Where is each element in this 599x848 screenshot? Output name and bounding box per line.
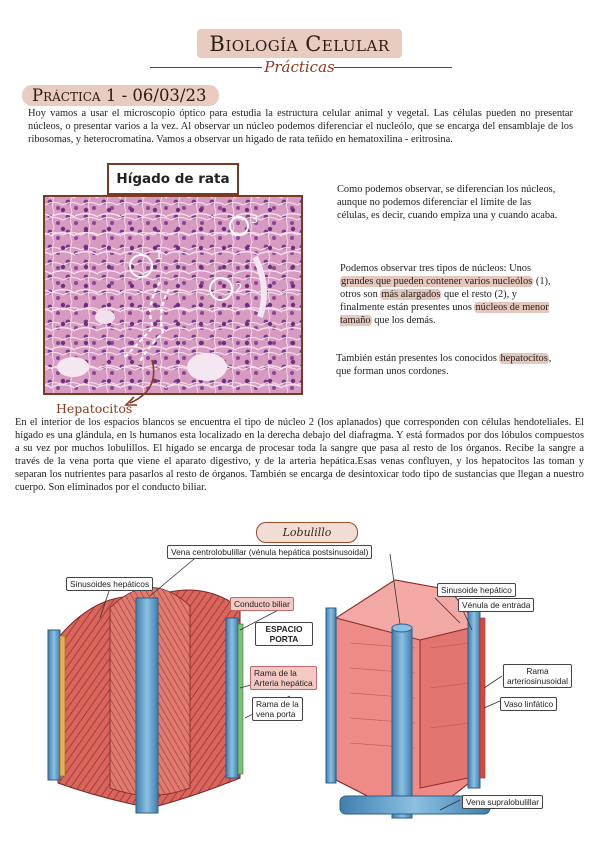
microscope-image: 1 2 3 <box>43 195 303 395</box>
side-paragraph-1: Como podemos observar, se diferencian lo… <box>337 184 558 222</box>
hepatocitos-arrow <box>124 359 155 406</box>
label-sinusoides-hepaticos: Sinusoides hepáticos <box>66 577 154 591</box>
nucleus-num-2: 2 <box>235 281 243 295</box>
p3-highlight: hepatocitos <box>499 353 549 364</box>
page-subtitle: Prácticas <box>264 58 335 76</box>
p2-highlight-1: grandes que pueden contener varios nucle… <box>340 276 534 288</box>
rama-arterio-line-1: Rama <box>526 666 549 676</box>
label-espacio-porta: ESPACIO PORTA <box>255 622 313 646</box>
label-rama-arteriosinusoidal: Rama arteriosinusoidal <box>503 664 572 688</box>
intro-paragraph: Hoy vamos a usar el microscopio óptico p… <box>28 108 573 146</box>
label-conducto-biliar: Conducto biliar <box>230 597 294 611</box>
label-rama-arteria: Rama de la Arteria hepática <box>250 666 317 690</box>
label-vena-centrolobulillar: Vena centrolobulillar (vénula hepática p… <box>167 545 373 559</box>
page-title: Biología Celular <box>197 29 402 58</box>
micro-label: Hígado de rata <box>107 163 239 195</box>
p3-text: , que forman unos cordones. <box>336 353 552 378</box>
p2-text: que los demás. <box>371 315 436 327</box>
subtitle-rule-left <box>150 67 262 68</box>
body-paragraph: En el interior de los espacios blancos s… <box>15 417 584 494</box>
p3-text: También están presentes los conocidos <box>336 353 500 364</box>
rama-vena-line-1: Rama de la <box>256 699 299 709</box>
nucleus-num-1: 1 <box>155 248 163 262</box>
header: Biología Celular <box>0 29 599 58</box>
side-paragraph-2: Podemos observar tres tipos de núcleos: … <box>340 262 560 327</box>
rama-arterio-line-2: arteriosinusoidal <box>507 676 568 686</box>
p2-text: Podemos observar tres tipos de núcleos: … <box>340 263 532 274</box>
espacio-line-1: ESPACIO <box>265 624 303 634</box>
rama-arteria-line-1: Rama de la <box>254 668 297 678</box>
subtitle-rule-right <box>334 67 452 68</box>
label-venula-entrada: Vénula de entrada <box>458 598 535 612</box>
rama-arteria-line-2: Arteria hepática <box>254 678 313 688</box>
hepatocitos-label: Hepatocitos <box>56 401 133 416</box>
rama-vena-line-2: vena porta <box>256 709 296 719</box>
label-vaso-linfatico: Vaso linfático <box>500 697 558 711</box>
label-rama-vena-porta: Rama de la vena porta <box>252 697 303 721</box>
liver-tissue-svg: 1 2 3 <box>45 197 301 393</box>
p2-text: (1), otros son <box>340 276 551 301</box>
p2-highlight-2: más alargados <box>380 289 442 301</box>
p2-text: que el resto (2), y finalmente están pre… <box>340 289 517 314</box>
label-vena-supralobulillar: Vena supralobulillar <box>462 795 544 809</box>
espacio-line-2: PORTA <box>269 634 299 644</box>
label-sinusoide-hepatico: Sinusoide hepático <box>437 583 516 597</box>
practica-heading: Práctica 1 - 06/03/23 <box>22 85 219 106</box>
nucleus-num-3: 3 <box>251 213 258 226</box>
lobulillo-title: Lobulillo Hepático <box>256 522 358 558</box>
side-paragraph-3: También están presentes los conocidos he… <box>336 352 556 378</box>
